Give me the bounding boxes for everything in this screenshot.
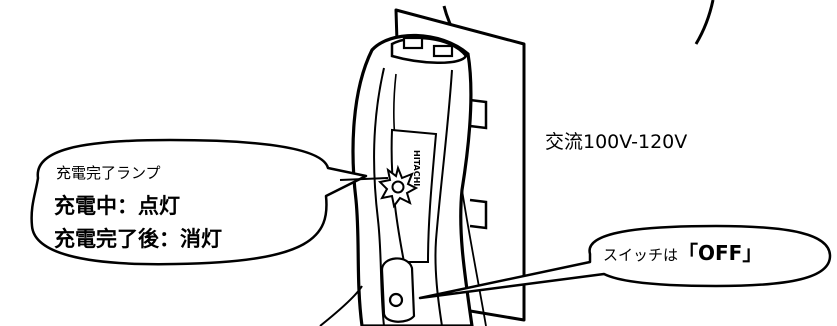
prong-left — [402, 36, 424, 50]
lamp-callout-title: 充電完了ランプ — [56, 164, 161, 182]
charge-lamp-icon — [377, 164, 419, 209]
power-switch — [388, 292, 404, 308]
switch-label-close-bracket: 」 — [742, 241, 763, 265]
lamp-callout-pointer — [339, 177, 389, 181]
prong-right — [432, 44, 454, 58]
switch-callout-label: スイッチは「OFF」 — [603, 243, 762, 263]
plate-tab-lower — [469, 198, 488, 230]
voltage-label: 交流100V-120V — [545, 131, 688, 153]
switch-label-state: OFF — [698, 241, 743, 265]
cord-line — [319, 285, 363, 326]
lamp-status-charging: 充電中：点灯 — [54, 194, 180, 218]
plate-tab-upper — [469, 98, 488, 130]
top-right-arc — [694, 0, 715, 45]
body-contour-left — [373, 67, 385, 326]
lamp-callout-bubble — [30, 138, 368, 266]
lamp-status-done: 充電完了後：消灯 — [54, 227, 222, 251]
switch-slot — [380, 257, 416, 323]
switch-label-prefix: スイッチは — [603, 246, 679, 264]
device-brand-text: HITACHI — [412, 150, 421, 186]
body-side-line — [461, 189, 487, 326]
switch-label-open-bracket: 「 — [678, 241, 699, 265]
switch-callout-bubble — [418, 224, 832, 300]
